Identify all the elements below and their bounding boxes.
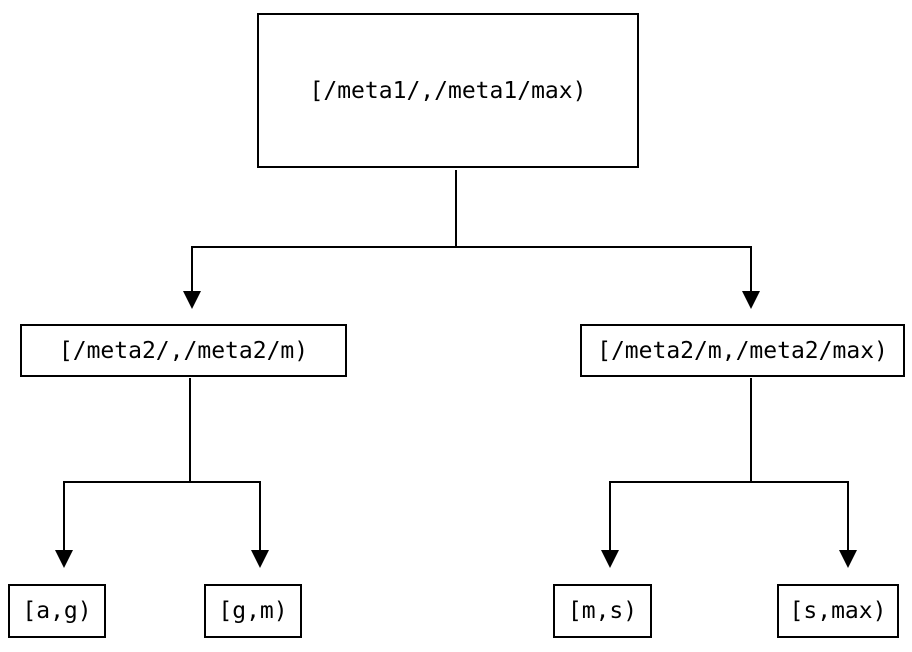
arrowhead-right-child: [742, 291, 760, 309]
node-root: [/meta1/,/meta1/max): [257, 13, 639, 168]
arrowhead-leaf-ms: [601, 550, 619, 568]
arrowhead-left-child: [183, 291, 201, 309]
node-leaf-ms-label: [m,s): [567, 598, 638, 624]
arrowhead-leaf-gm: [251, 550, 269, 568]
node-leaf-ag-label: [a,g): [22, 598, 92, 624]
node-left-child-label: [/meta2/,/meta2/m): [58, 337, 309, 364]
edge-root-to-children: [191, 170, 752, 292]
node-left-child: [/meta2/,/meta2/m): [20, 324, 347, 377]
node-root-label: [/meta1/,/meta1/max): [309, 77, 587, 104]
node-right-child-label: [/meta2/m,/meta2/max): [597, 337, 888, 364]
node-leaf-smax-label: [s,max): [789, 598, 887, 624]
node-leaf-ms: [m,s): [553, 584, 652, 638]
edge-leftchild-to-leaves: [63, 378, 261, 551]
node-leaf-ag: [a,g): [8, 584, 106, 638]
arrowhead-leaf-smax: [839, 550, 857, 568]
node-leaf-gm: [g,m): [204, 584, 302, 638]
arrowhead-leaf-ag: [55, 550, 73, 568]
node-right-child: [/meta2/m,/meta2/max): [580, 324, 905, 377]
edge-rightchild-to-leaves: [609, 378, 849, 551]
node-leaf-gm-label: [g,m): [218, 598, 288, 624]
node-leaf-smax: [s,max): [777, 584, 899, 638]
